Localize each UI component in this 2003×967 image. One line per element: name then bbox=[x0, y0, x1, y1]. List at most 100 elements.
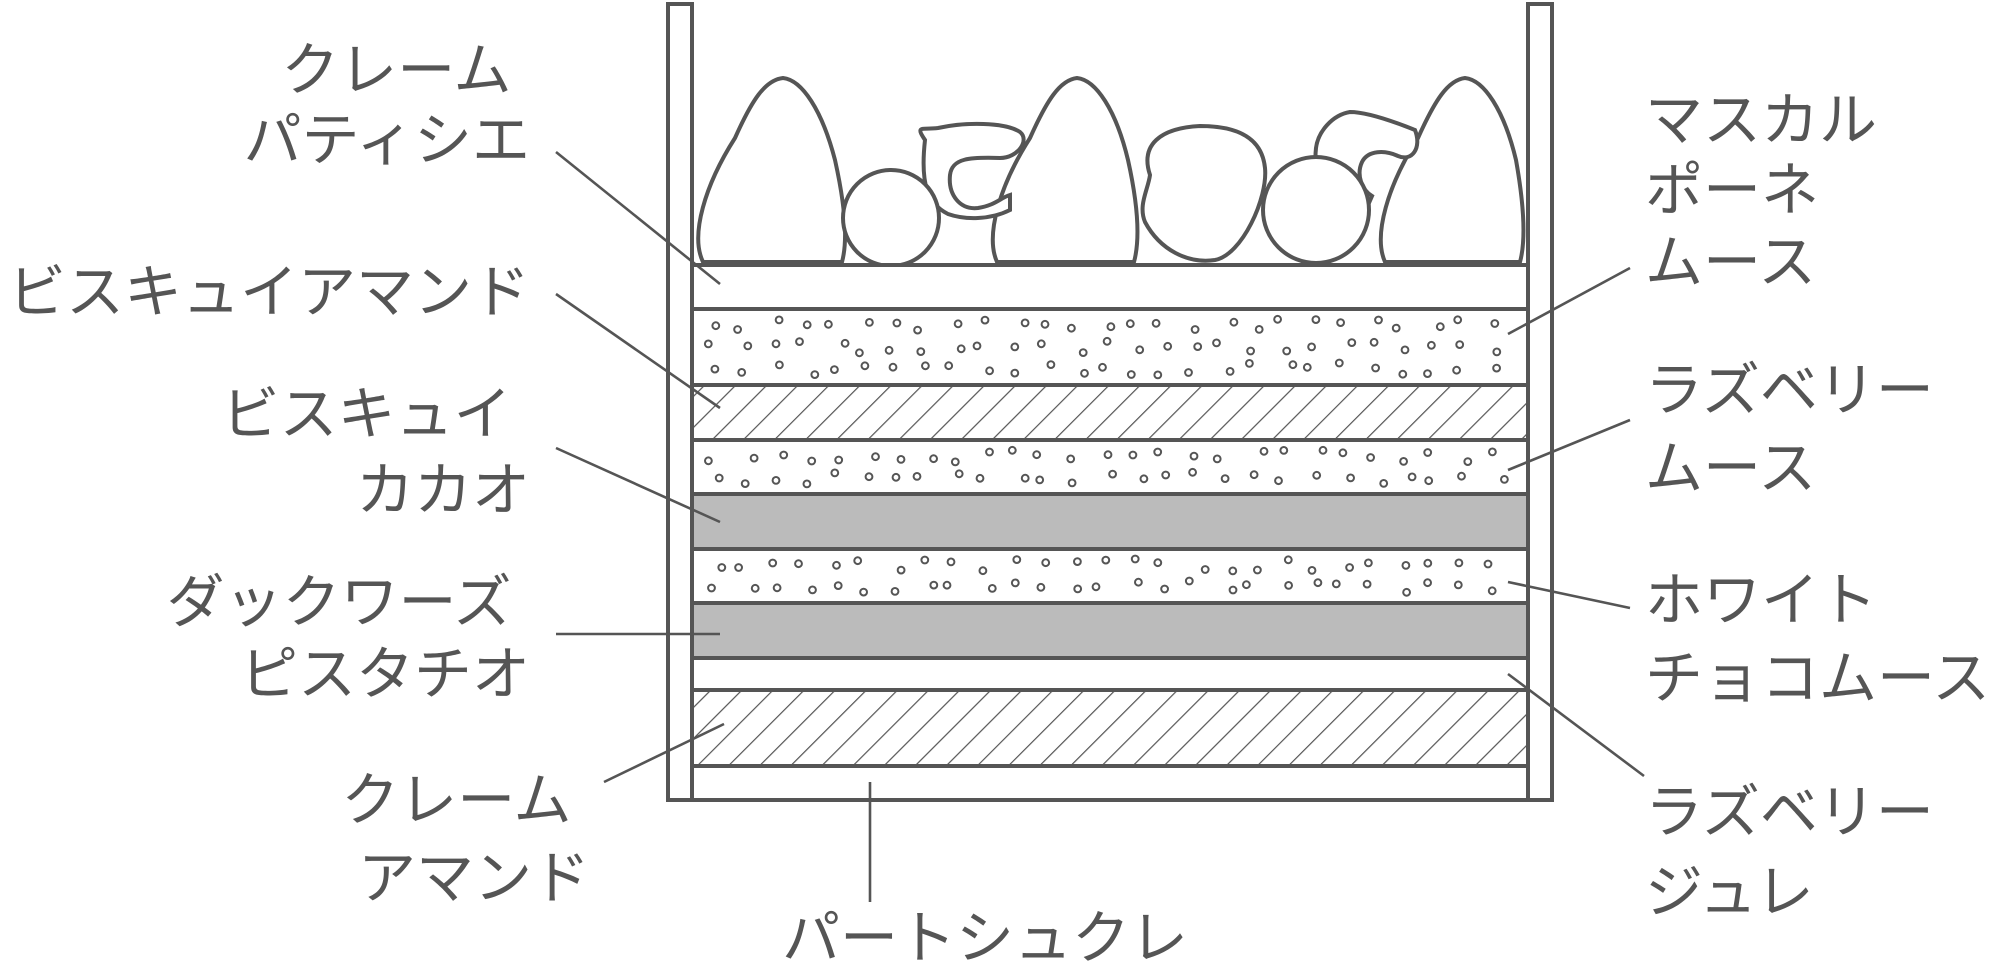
mousse-dot bbox=[1338, 448, 1348, 458]
mousse-dot bbox=[946, 557, 956, 567]
mousse-dot bbox=[1108, 469, 1117, 479]
mousse-dot bbox=[1102, 336, 1112, 346]
mousse-dot bbox=[771, 476, 781, 485]
mousse-dot bbox=[703, 339, 713, 349]
mousse-dot bbox=[717, 563, 727, 572]
mousse-dot bbox=[749, 453, 759, 463]
mousse-dot bbox=[1362, 579, 1372, 589]
mousse-dot bbox=[772, 583, 782, 593]
mousse-dot bbox=[1242, 580, 1251, 590]
mousse-dot bbox=[1229, 317, 1239, 327]
mousse-dot bbox=[704, 456, 713, 466]
sphere-2 bbox=[1261, 155, 1371, 265]
meringue-drop-1 bbox=[696, 75, 848, 264]
mousse-dot bbox=[1046, 360, 1056, 370]
mousse-dot bbox=[808, 585, 817, 595]
mousse-dot bbox=[1010, 342, 1020, 352]
mousse-dot bbox=[890, 587, 900, 596]
mousse-dot bbox=[987, 584, 997, 593]
mousse-dot bbox=[1153, 558, 1163, 568]
mousse-dot bbox=[1391, 323, 1401, 333]
mousse-dot bbox=[929, 454, 938, 464]
mousse-dot bbox=[921, 361, 930, 371]
mousse-dot bbox=[1189, 451, 1199, 461]
mousse-dot bbox=[1347, 338, 1357, 348]
mousse-dot bbox=[1402, 587, 1411, 597]
mousse-dot bbox=[1331, 579, 1341, 589]
mousse-dot bbox=[1126, 370, 1136, 379]
leader-mascarpone bbox=[1507, 266, 1631, 336]
mousse-dot bbox=[1259, 446, 1269, 456]
mousse-dot bbox=[950, 457, 960, 467]
ring-left-wall bbox=[666, 2, 694, 802]
mousse-dot bbox=[711, 321, 721, 331]
mousse-dot bbox=[912, 472, 922, 481]
mousse-dot bbox=[1212, 454, 1222, 464]
mousse-dot bbox=[1036, 339, 1046, 349]
mousse-dot bbox=[1490, 319, 1500, 328]
mousse-dot bbox=[779, 450, 789, 460]
layer-biscuit-amande bbox=[690, 383, 1530, 442]
mousse-dot bbox=[871, 452, 880, 462]
mousse-dot bbox=[795, 337, 804, 347]
label-biscuit-cacao: ビスキュイ カカオ bbox=[222, 380, 530, 524]
mousse-dot bbox=[1073, 584, 1083, 594]
mousse-dot bbox=[1040, 319, 1050, 329]
mousse-dot bbox=[1488, 447, 1497, 457]
mousse-dot bbox=[1366, 453, 1375, 462]
label-raspberry-mousse: ラズベリー ムース bbox=[1645, 356, 1952, 502]
sphere-1 bbox=[841, 168, 941, 268]
mousse-dot bbox=[1283, 555, 1293, 565]
mousse-dot bbox=[1135, 345, 1145, 355]
mousse-dot bbox=[1106, 322, 1116, 332]
mousse-dot bbox=[834, 455, 844, 465]
mousse-dot bbox=[1245, 359, 1254, 368]
mousse-dot bbox=[1401, 561, 1411, 570]
mousse-dot bbox=[1318, 445, 1328, 455]
mousse-dot bbox=[865, 318, 874, 327]
mousse-dot bbox=[774, 315, 784, 325]
mousse-dot bbox=[859, 587, 868, 597]
mousse-dot bbox=[1073, 557, 1082, 566]
mousse-dot bbox=[1400, 345, 1410, 355]
mousse-dot bbox=[985, 366, 994, 376]
mousse-dot bbox=[944, 361, 954, 371]
mousse-dot bbox=[1091, 582, 1101, 592]
top-decoration bbox=[696, 75, 1526, 268]
mousse-dot bbox=[802, 479, 812, 489]
mousse-dot bbox=[1098, 362, 1107, 372]
mousse-dot bbox=[1371, 363, 1380, 373]
mousse-dot bbox=[1312, 470, 1322, 480]
mousse-dot bbox=[1453, 315, 1463, 325]
layer-biscuit-cacao bbox=[690, 492, 1530, 551]
meringue-drop-3 bbox=[1378, 75, 1526, 264]
mousse-dot bbox=[1254, 325, 1264, 334]
mousse-dot bbox=[830, 365, 839, 375]
mousse-dot bbox=[884, 345, 894, 355]
mousse-dot bbox=[1190, 325, 1200, 334]
mousse-dot bbox=[1007, 445, 1017, 455]
mousse-dot bbox=[1041, 558, 1051, 568]
mousse-dot bbox=[1423, 558, 1433, 568]
leader-creme-patissiere bbox=[555, 150, 721, 286]
mousse-dot bbox=[1274, 476, 1283, 486]
label-pate-sucree: パートシュクレ bbox=[782, 904, 1188, 967]
mousse-dot bbox=[1225, 367, 1235, 376]
mousse-dot bbox=[1407, 472, 1417, 482]
mousse-dot bbox=[750, 583, 760, 593]
label-creme-patissiere: クレーム パティシエ bbox=[243, 36, 530, 174]
mousse-dot bbox=[892, 318, 902, 328]
mousse-dot bbox=[1427, 340, 1436, 350]
mousse-dot bbox=[1336, 318, 1345, 328]
leader-biscuit-cacao bbox=[555, 446, 721, 524]
mousse-dot bbox=[1020, 473, 1030, 483]
mousse-dot bbox=[1307, 566, 1317, 575]
mousse-dot bbox=[1334, 358, 1344, 368]
mousse-dot bbox=[975, 473, 985, 483]
meringue-drop-2 bbox=[990, 75, 1140, 264]
mousse-dot bbox=[1130, 554, 1140, 564]
mousse-dot bbox=[942, 580, 952, 590]
mousse-dot bbox=[1435, 322, 1445, 332]
mousse-dot bbox=[707, 583, 716, 593]
